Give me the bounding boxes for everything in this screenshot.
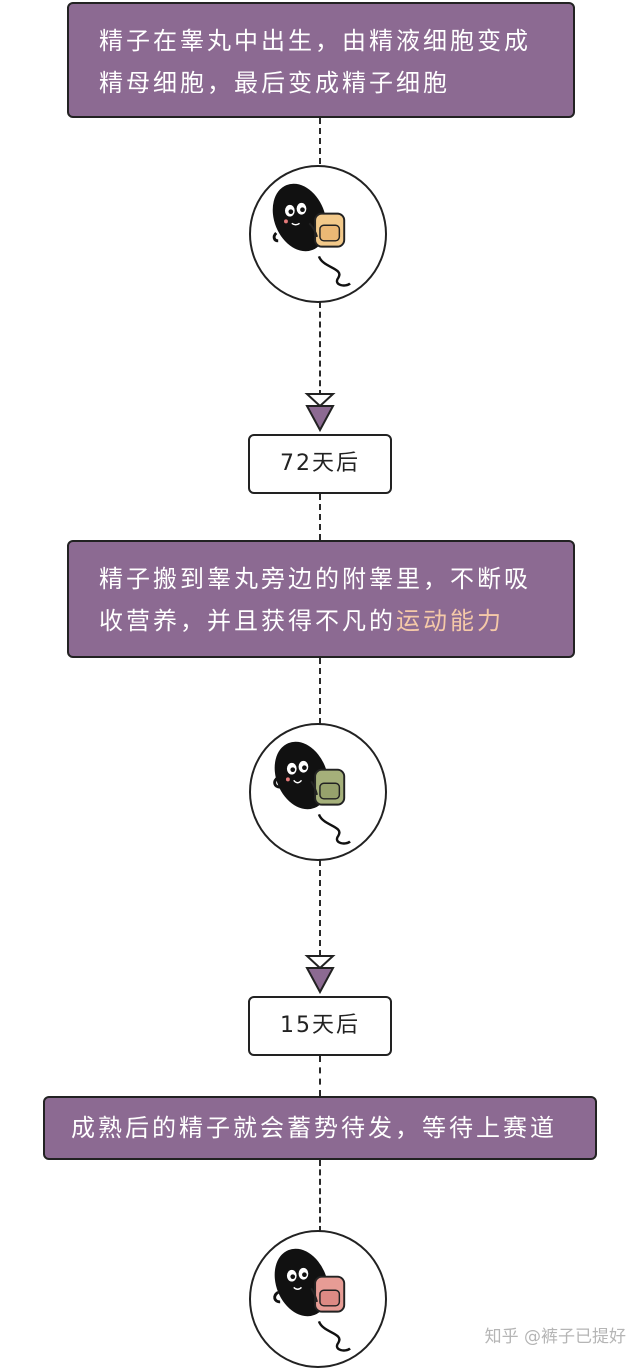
connector-line	[319, 658, 321, 724]
sperm-illustration-circle	[249, 1230, 387, 1368]
step-box-mature: 成熟后的精子就会蓄势待发，等待上赛道	[43, 1096, 597, 1160]
down-arrow-icon	[304, 955, 336, 994]
highlight-text: 运动能力	[396, 607, 504, 635]
sperm-illustration-circle	[249, 165, 387, 303]
step-text-line: 精母细胞，最后变成精子细胞	[99, 69, 450, 97]
step-box-epididymis: 精子搬到睾丸旁边的附睾里，不断吸 收营养，并且获得不凡的运动能力	[67, 540, 575, 658]
connector-line	[319, 118, 321, 164]
step-text-line: 成熟后的精子就会蓄势待发，等待上赛道	[71, 1114, 557, 1142]
sperm-with-backpack-icon	[273, 741, 351, 845]
connector-line	[319, 1056, 321, 1096]
connector-line	[319, 860, 321, 956]
step-text-prefix: 收营养，并且获得不凡的	[99, 607, 396, 635]
sperm-illustration-circle	[249, 723, 387, 861]
step-text-line: 精子搬到睾丸旁边的附睾里，不断吸	[99, 565, 531, 593]
duration-label: 15天后	[248, 996, 392, 1056]
sperm-with-backpack-icon	[273, 1248, 351, 1352]
step-text-line: 精子在睾丸中出生，由精液细胞变成	[99, 27, 531, 55]
sperm-with-backpack-icon	[272, 183, 351, 287]
down-arrow-icon	[304, 393, 336, 432]
connector-line	[319, 302, 321, 396]
watermark: 知乎 @裤子已提好	[484, 1327, 626, 1347]
duration-label: 72天后	[248, 434, 392, 494]
connector-line	[319, 1160, 321, 1232]
step-text-line: 收营养，并且获得不凡的运动能力	[99, 600, 573, 642]
step-box-birth: 精子在睾丸中出生，由精液细胞变成 精母细胞，最后变成精子细胞	[67, 2, 575, 118]
connector-line	[319, 494, 321, 540]
